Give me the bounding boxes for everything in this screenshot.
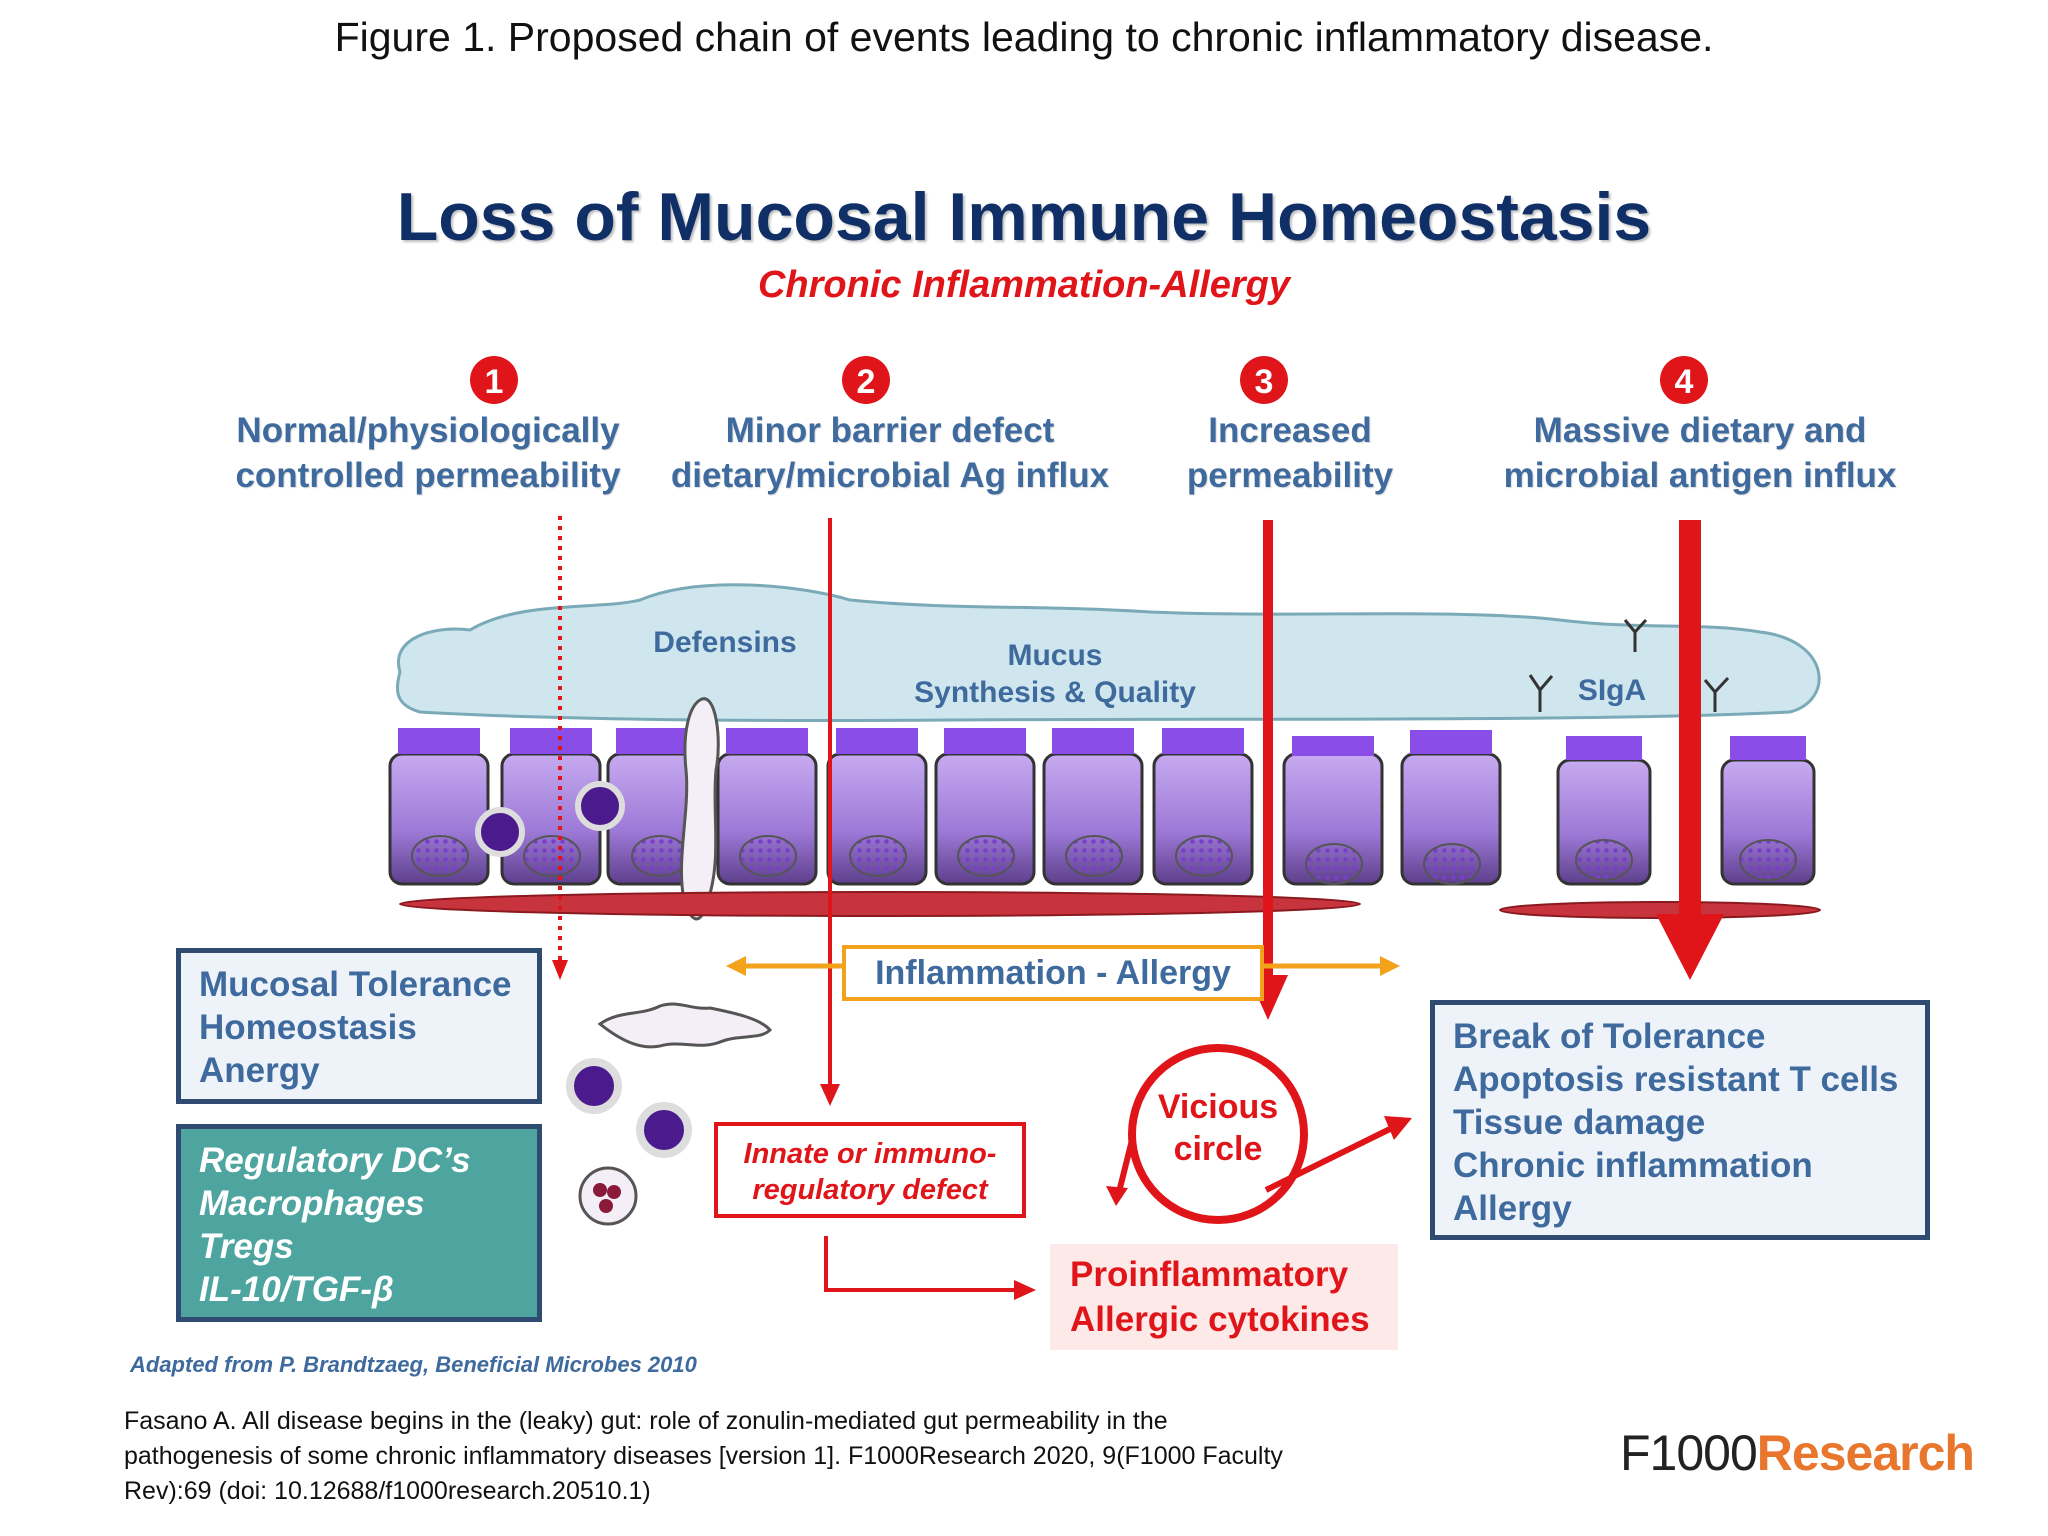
granulocyte-icon [578, 1166, 638, 1226]
vicious-circle-line1: Vicious [1158, 1088, 1278, 1126]
figure-attribution: Adapted from P. Brandtzaeg, Beneficial M… [130, 1352, 697, 1377]
vicious-circle-right-arrow [1264, 1125, 1394, 1193]
antibody-icon [1623, 618, 1648, 652]
figure-subtitle: Chronic Inflammation-Allergy [757, 264, 1291, 306]
regulatory-line-2: Macrophages [199, 1184, 425, 1223]
step-2-line1: Minor barrier defect [725, 411, 1055, 450]
lymphocyte-icon [475, 807, 525, 857]
proinflammatory-cytokines-box: Proinflammatory Allergic cytokines [1050, 1244, 1398, 1350]
epithelial-cell [934, 728, 1036, 886]
granule-icon [593, 1183, 607, 1197]
epithelial-cell [716, 728, 818, 886]
mucus-layer [396, 583, 1821, 723]
dendritic-cell-icon [680, 697, 720, 921]
inflammation-arrowhead-left [726, 956, 746, 976]
blood-vessel-icon [399, 891, 1361, 917]
step-3-title: Increased permeability [1160, 408, 1420, 498]
vicious-circle-left-arrow [1115, 1139, 1135, 1197]
step-4-title: Massive dietary and microbial antigen in… [1470, 408, 1930, 498]
break-line-3: Tissue damage [1453, 1103, 1706, 1142]
epithelial-cell [826, 728, 928, 886]
epithelial-cell [500, 728, 602, 886]
epithelial-cell [1400, 730, 1502, 886]
step-1-title: Normal/physiologically controlled permea… [218, 408, 638, 498]
step-1-number: 1 [485, 363, 504, 401]
epithelial-cell [1042, 728, 1144, 886]
figure-caption: Figure 1. Proposed chain of events leadi… [334, 14, 1714, 60]
step-4-number: 4 [1675, 363, 1694, 401]
granule-icon [599, 1199, 613, 1213]
step-1-line1: Normal/physiologically [236, 411, 620, 450]
regulatory-line-4: IL-10/TGF-β [199, 1270, 394, 1309]
antibody-icon [1703, 676, 1730, 712]
epithelial-cell [1556, 736, 1652, 886]
vicious-circle-left-arrowhead [1106, 1186, 1128, 1206]
vicious-circle-right-arrowhead [1384, 1116, 1412, 1140]
vicious-circle-ring [1128, 1044, 1308, 1224]
regulatory-line-1: Regulatory DC’s [199, 1141, 471, 1180]
granule-icon [607, 1185, 621, 1199]
siga-antibody-icons [1528, 618, 1730, 712]
cytokine-connector-arrowhead [1014, 1280, 1036, 1300]
step-4-line2: microbial antigen influx [1503, 456, 1897, 495]
step-2-number: 2 [857, 363, 876, 401]
break-of-tolerance-box: Break of Tolerance Apoptosis resistant T… [1430, 1000, 1930, 1240]
step-2-title: Minor barrier defect dietary/microbial A… [660, 408, 1120, 498]
step-4-arrowhead [1656, 914, 1724, 980]
innate-defect-box: Innate or immuno- regulatory defect [714, 1122, 1026, 1218]
step-2-arrowhead [820, 1084, 840, 1106]
innate-line-1: Innate or immuno- [743, 1138, 997, 1170]
citation-text: Fasano A. All disease begins in the (lea… [124, 1407, 1283, 1505]
break-line-1: Break of Tolerance [1453, 1017, 1766, 1056]
lymphocyte-icon [575, 781, 625, 831]
step-1-arrowhead [552, 960, 568, 980]
mucus-label: Mucus [1007, 639, 1102, 672]
epithelial-cell [388, 728, 490, 886]
epithelial-cell-row [388, 728, 1816, 886]
step-2-line2: dietary/microbial Ag influx [670, 456, 1110, 495]
proinflammatory-line-1: Proinflammatory [1070, 1255, 1349, 1294]
step-3-badge [1240, 356, 1288, 404]
mucosal-tolerance-box: Mucosal Tolerance Homeostasis Anergy [176, 948, 542, 1104]
step-2-badge [842, 356, 890, 404]
inflammation-allergy-label: Inflammation - Allergy [842, 945, 1264, 1001]
siga-label: SIgA [1578, 674, 1646, 707]
break-line-5: Allergy [1453, 1189, 1572, 1228]
proinflammatory-line-2: Allergic cytokines [1070, 1300, 1370, 1339]
step-3-line2: permeability [1186, 456, 1394, 495]
logo-part-2: Research [1756, 1425, 1975, 1481]
step-1-badge [470, 356, 518, 404]
tolerance-line-3: Anergy [199, 1051, 320, 1090]
inflammation-arrowhead-right [1380, 956, 1400, 976]
epithelial-cell [1152, 728, 1254, 886]
step-4-line1: Massive dietary and [1533, 411, 1867, 450]
tolerance-line-2: Homeostasis [199, 1008, 417, 1047]
macrophage-icon [597, 1002, 773, 1049]
regulatory-cells-box: Regulatory DC’s Macrophages Tregs IL-10/… [176, 1124, 542, 1322]
cytokine-connector-arrow [824, 1236, 1020, 1292]
lymphocyte-icon [636, 1102, 692, 1158]
regulatory-line-3: Tregs [199, 1227, 294, 1266]
step-3-line1: Increased [1208, 411, 1372, 450]
step-1-line2: controlled permeability [235, 456, 621, 495]
tolerance-line-1: Mucosal Tolerance [199, 965, 512, 1004]
lymphocyte-icon [566, 1058, 622, 1114]
antibody-icon [1528, 674, 1554, 712]
break-line-2: Apoptosis resistant T cells [1453, 1060, 1899, 1099]
innate-line-2: regulatory defect [752, 1174, 988, 1206]
figure-title: Loss of Mucosal Immune Homeostasis [396, 179, 1652, 255]
logo-part-1: F1000 [1620, 1425, 1758, 1481]
vicious-circle-line2: circle [1174, 1130, 1263, 1168]
step-4-badge [1660, 356, 1708, 404]
epithelial-cell [1720, 736, 1816, 886]
step-number-badges: 1 2 3 4 [470, 356, 1708, 404]
epithelial-cell [1282, 736, 1384, 886]
defensins-label: Defensins [653, 626, 796, 659]
publisher-logo: F1000Research [1620, 1424, 1975, 1482]
step-3-number: 3 [1255, 363, 1274, 401]
break-line-4: Chronic inflammation [1453, 1146, 1813, 1185]
synthesis-label: Synthesis & Quality [914, 676, 1196, 709]
